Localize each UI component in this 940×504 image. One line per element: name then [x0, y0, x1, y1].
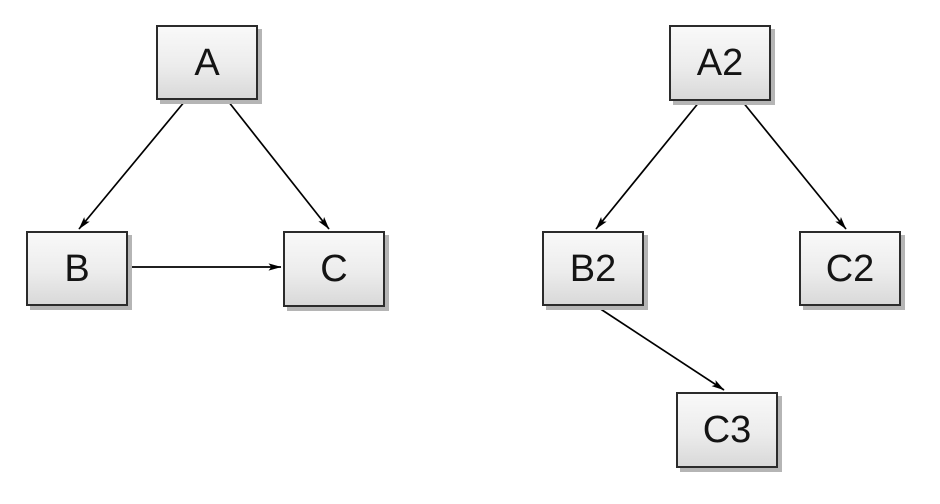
edge-A2-C2 [741, 100, 847, 230]
node-a: A [156, 25, 258, 100]
node-b-label: B [64, 247, 90, 290]
node-b: B [26, 231, 128, 306]
node-c2-label: C2 [825, 247, 875, 290]
node-b2: B2 [542, 231, 644, 306]
edge-A2-B2 [595, 100, 701, 230]
node-a2: A2 [669, 25, 771, 101]
node-c-label: C [320, 248, 348, 290]
node-b2-label: B2 [569, 247, 617, 290]
node-c3: C3 [676, 392, 778, 468]
edge-A-B [78, 100, 186, 230]
node-a2-label: A2 [696, 42, 744, 84]
node-c2: C2 [799, 231, 901, 306]
node-a-label: A [194, 41, 220, 84]
node-c: C [283, 231, 385, 307]
edge-A-C [227, 100, 330, 230]
edge-B2-C3 [595, 305, 725, 391]
node-c3-label: C3 [702, 409, 752, 451]
